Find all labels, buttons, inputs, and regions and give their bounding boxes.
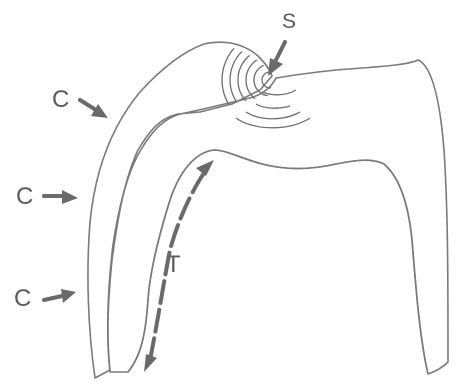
- label-c-middle: C: [16, 183, 33, 210]
- label-c-top: C: [52, 86, 69, 113]
- outer-layer: [88, 42, 272, 378]
- arrow-c-bottom: [44, 289, 76, 303]
- arrow-s: [268, 42, 285, 76]
- arrow-c-top: [80, 100, 108, 118]
- label-s: S: [282, 10, 296, 33]
- concentric-rings: [222, 32, 318, 128]
- stippled-dentine: [108, 60, 448, 374]
- label-c-bottom: C: [14, 285, 31, 312]
- arrow-c-middle: [44, 190, 78, 204]
